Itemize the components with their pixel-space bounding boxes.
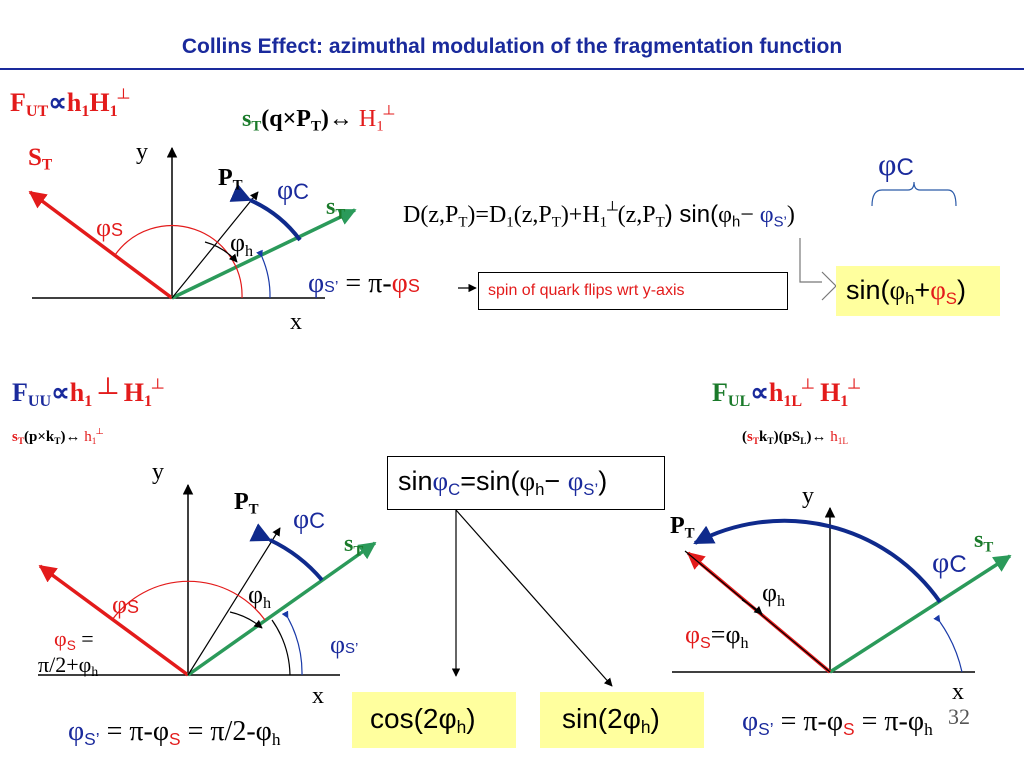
axis-y-label: y (136, 139, 148, 165)
note-box (478, 272, 788, 310)
diagram-bottom-right (672, 506, 1012, 674)
label-phiS: φS (96, 213, 124, 242)
F-UU-term: FUU∝h1 ┴ H1┴ (12, 378, 164, 410)
label-sT: sT (326, 194, 346, 223)
relation-sT-q-PT: sT(q×PT)↔ H1┴ (242, 106, 395, 135)
axis-x-label-bl: x (312, 683, 324, 709)
label-phiC-bl: φC (293, 504, 326, 535)
label-PT-bl: PT (234, 489, 259, 518)
cos2-text: cos(2φh) (370, 703, 476, 738)
phiS-equation-line2: π/2+φh (38, 652, 99, 680)
label-sT-bl: sT (344, 531, 364, 560)
F-UL-term: FUL∝h1L┴ H1┴ (712, 378, 860, 410)
sin-phiC-box (387, 456, 665, 510)
sin2-box (540, 692, 704, 748)
note-text: spin of quark flips wrt y-axis (488, 282, 685, 299)
axis-x-label-br: x (952, 679, 964, 705)
phiS-equation: φS = (54, 626, 94, 654)
sin2-text: sin(2φh) (562, 703, 660, 738)
page-number: 32 (948, 704, 970, 729)
result-text: sin(φh+φS) (846, 275, 966, 309)
label-phih: φh (230, 228, 254, 260)
label-PT: PT (218, 165, 243, 194)
label-phiC-br: φC (932, 546, 967, 579)
label-phiSprime-bl: φS’ (330, 630, 359, 659)
bottom-right-equation: φS’ = π-φS = π-φh (742, 706, 933, 740)
title-underline (0, 68, 1024, 70)
label-phih-bl: φh (248, 580, 272, 612)
label-phiC: φC (277, 175, 310, 206)
brace-phiC: φC (878, 146, 914, 182)
axis-y-label-br: y (802, 483, 814, 509)
label-ST: ST (28, 144, 53, 174)
result-box (836, 266, 1000, 316)
label-phiS-bl: φS (112, 590, 140, 619)
label-phiS-eq-phih: φS=φh (685, 620, 749, 652)
diagram-top-left (28, 146, 357, 300)
phiC-brace (871, 181, 957, 207)
cos2-box (352, 692, 516, 748)
label-sT-br: sT (974, 527, 994, 556)
diagram-bottom-left (38, 483, 377, 677)
fragmentation-formula: D(z,PT)=D1(z,PT)+H1┴(z,PT) sin(φh− φS’) (403, 201, 795, 231)
middle-arrows (451, 509, 613, 687)
F-UT-term: FUT∝h1H1┴ (10, 88, 130, 120)
relation-sT-p-kT: sT(p×kT)↔ h1┴ (12, 429, 103, 447)
page-title: Collins Effect: azimuthal modulation of … (181, 35, 843, 58)
label-phih-br: φh (762, 578, 786, 610)
bottom-left-equation: φS’ = π-φS = π/2-φh (68, 716, 281, 750)
sin-phiC-text: sinφC=sin(φh− φS’) (398, 466, 608, 500)
label-phiSprime-eq: φS’ )↔ = π-φS (308, 268, 420, 299)
axis-y-label-bl: y (152, 459, 164, 485)
label-PT-br: PT (670, 513, 695, 542)
relation-sT-kT-pSL: (sT1kT)(pSL)↔ h1L (742, 429, 849, 447)
axis-x-label: x (290, 309, 302, 335)
